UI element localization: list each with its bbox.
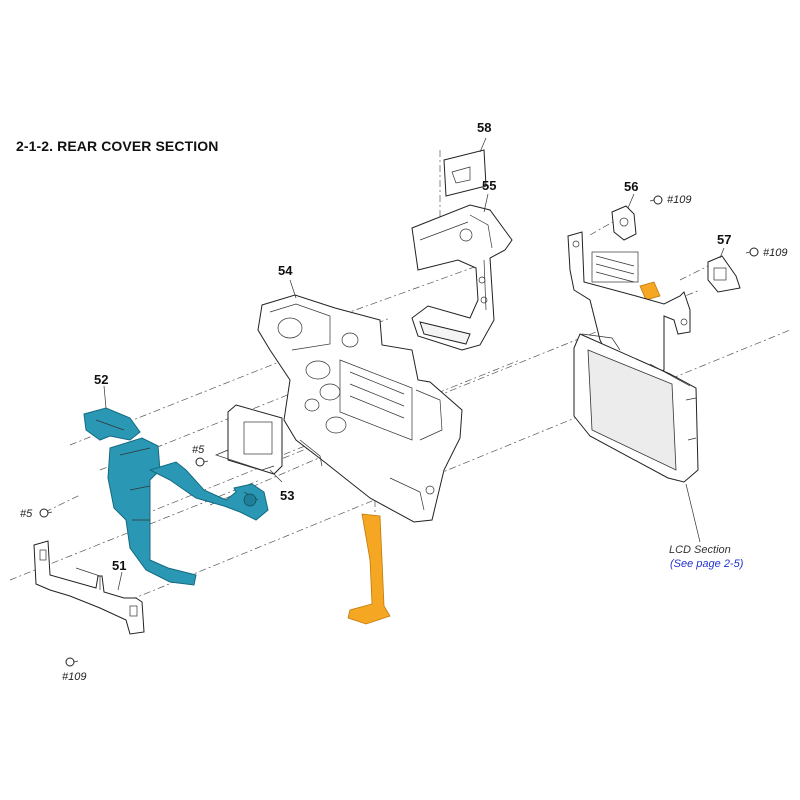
lcd-section-page-link[interactable]: (See page 2-5) bbox=[670, 558, 744, 570]
part-58-sheet bbox=[443, 149, 487, 197]
callout-51: 51 bbox=[112, 558, 126, 573]
screw-label-109-bottom: #109 bbox=[62, 671, 86, 683]
screw-icon bbox=[745, 247, 759, 257]
screw-label-5-left: #5 bbox=[20, 508, 33, 520]
flex-cable bbox=[347, 281, 661, 625]
screw-label-109-57: #109 bbox=[763, 247, 787, 259]
screw-label-5-mid: #5 bbox=[192, 444, 205, 456]
screw-icon bbox=[65, 657, 79, 667]
callout-54: 54 bbox=[278, 263, 293, 278]
lcd-section-label: LCD Section bbox=[669, 544, 731, 556]
callout-56: 56 bbox=[624, 179, 638, 194]
lcd-hinge-frame bbox=[567, 231, 691, 377]
callout-52: 52 bbox=[94, 372, 108, 387]
part-56 bbox=[611, 205, 637, 241]
screw-icon bbox=[649, 195, 663, 205]
part-53-bracket bbox=[214, 404, 283, 475]
callout-53: 53 bbox=[280, 488, 294, 503]
callout-57: 57 bbox=[717, 232, 731, 247]
part-54-rear-cover bbox=[257, 294, 463, 523]
screw-label-109-56: #109 bbox=[667, 194, 691, 206]
callout-58: 58 bbox=[477, 120, 491, 135]
screw-icon bbox=[39, 508, 53, 518]
part-52-switch-block bbox=[83, 407, 269, 586]
part-57 bbox=[707, 255, 741, 293]
callout-55: 55 bbox=[482, 178, 496, 193]
part-55-grip-frame bbox=[411, 204, 513, 351]
screw-icon bbox=[195, 457, 209, 467]
section-title: 2-1-2. REAR COVER SECTION bbox=[16, 138, 219, 154]
leader-lines bbox=[103, 137, 725, 591]
lcd-panel bbox=[573, 333, 699, 483]
part-51-plate bbox=[33, 540, 145, 635]
